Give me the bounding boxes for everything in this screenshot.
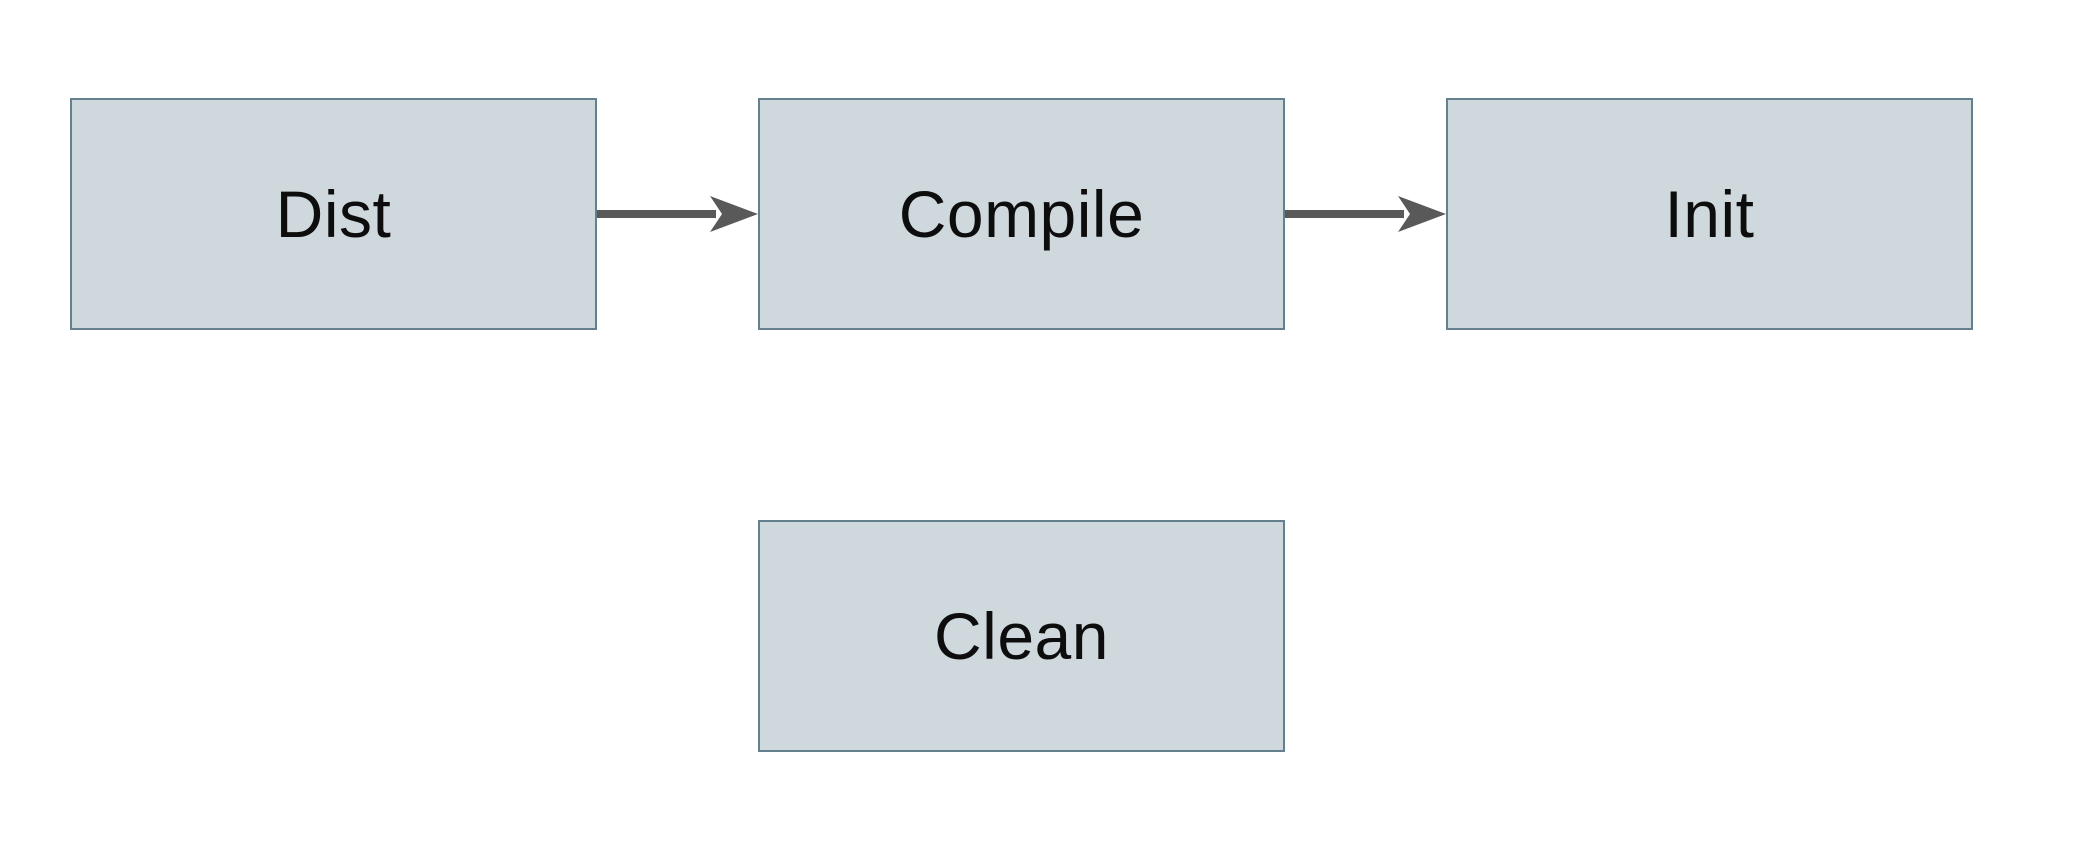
node-dist-label: Dist <box>275 177 392 251</box>
node-init-label: Init <box>1664 177 1755 251</box>
node-clean[interactable]: Clean <box>758 520 1285 752</box>
node-dist[interactable]: Dist <box>70 98 597 330</box>
node-clean-label: Clean <box>934 599 1109 673</box>
node-compile[interactable]: Compile <box>758 98 1285 330</box>
edge-dist-compile-arrow <box>597 196 758 232</box>
node-compile-label: Compile <box>898 177 1145 251</box>
edge-compile-init-arrow <box>1285 196 1446 232</box>
node-init[interactable]: Init <box>1446 98 1973 330</box>
